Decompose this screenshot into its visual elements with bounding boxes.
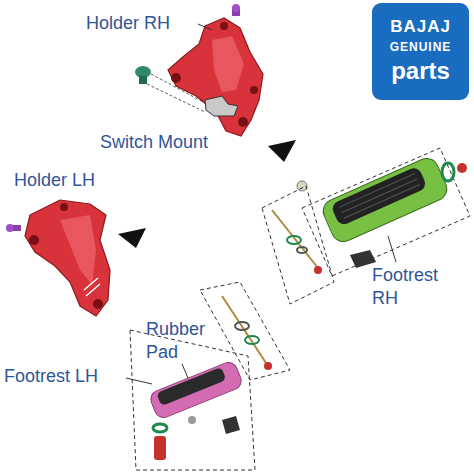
leader-line — [126, 378, 152, 384]
stopper — [222, 416, 240, 434]
triangle-pad — [118, 228, 146, 248]
pin — [457, 163, 467, 173]
brand-logo: BAJAJ GENUINE parts — [372, 3, 469, 100]
holder-lh-drawing — [25, 200, 110, 316]
green-bolt — [135, 66, 151, 84]
screw — [13, 225, 21, 231]
dashed-guide — [147, 74, 205, 112]
part-label: Switch Mount — [100, 131, 208, 154]
screw-head — [6, 224, 14, 232]
part-label: Holder RH — [86, 12, 170, 35]
leader-line — [198, 24, 212, 30]
part-label: Holder LH — [14, 169, 95, 192]
bush — [297, 181, 307, 191]
logo-text: GENUINE — [390, 41, 452, 54]
pin — [154, 436, 166, 460]
footrest-lh-drawing — [148, 360, 244, 420]
logo-text: parts — [391, 58, 450, 84]
footrest-rh-drawing — [319, 155, 450, 246]
logo-text: BAJAJ — [390, 18, 451, 37]
leader-line — [388, 236, 396, 262]
spring-set — [272, 210, 322, 274]
switch-mount-drawing — [205, 96, 238, 116]
bush — [188, 416, 196, 424]
dashed-group — [262, 186, 334, 304]
holder-rh-drawing — [168, 18, 263, 136]
spring-set — [222, 296, 272, 370]
ring — [153, 424, 167, 432]
part-label: Footrest LH — [4, 365, 98, 388]
screw-head — [232, 4, 240, 12]
part-label: Rubber Pad — [146, 318, 212, 363]
dashed-group — [302, 148, 470, 276]
leader-line — [182, 364, 188, 378]
triangle-pad — [268, 140, 296, 162]
part-label: Footrest RH — [372, 264, 454, 309]
dashed-group — [200, 282, 290, 380]
ring — [442, 163, 454, 181]
